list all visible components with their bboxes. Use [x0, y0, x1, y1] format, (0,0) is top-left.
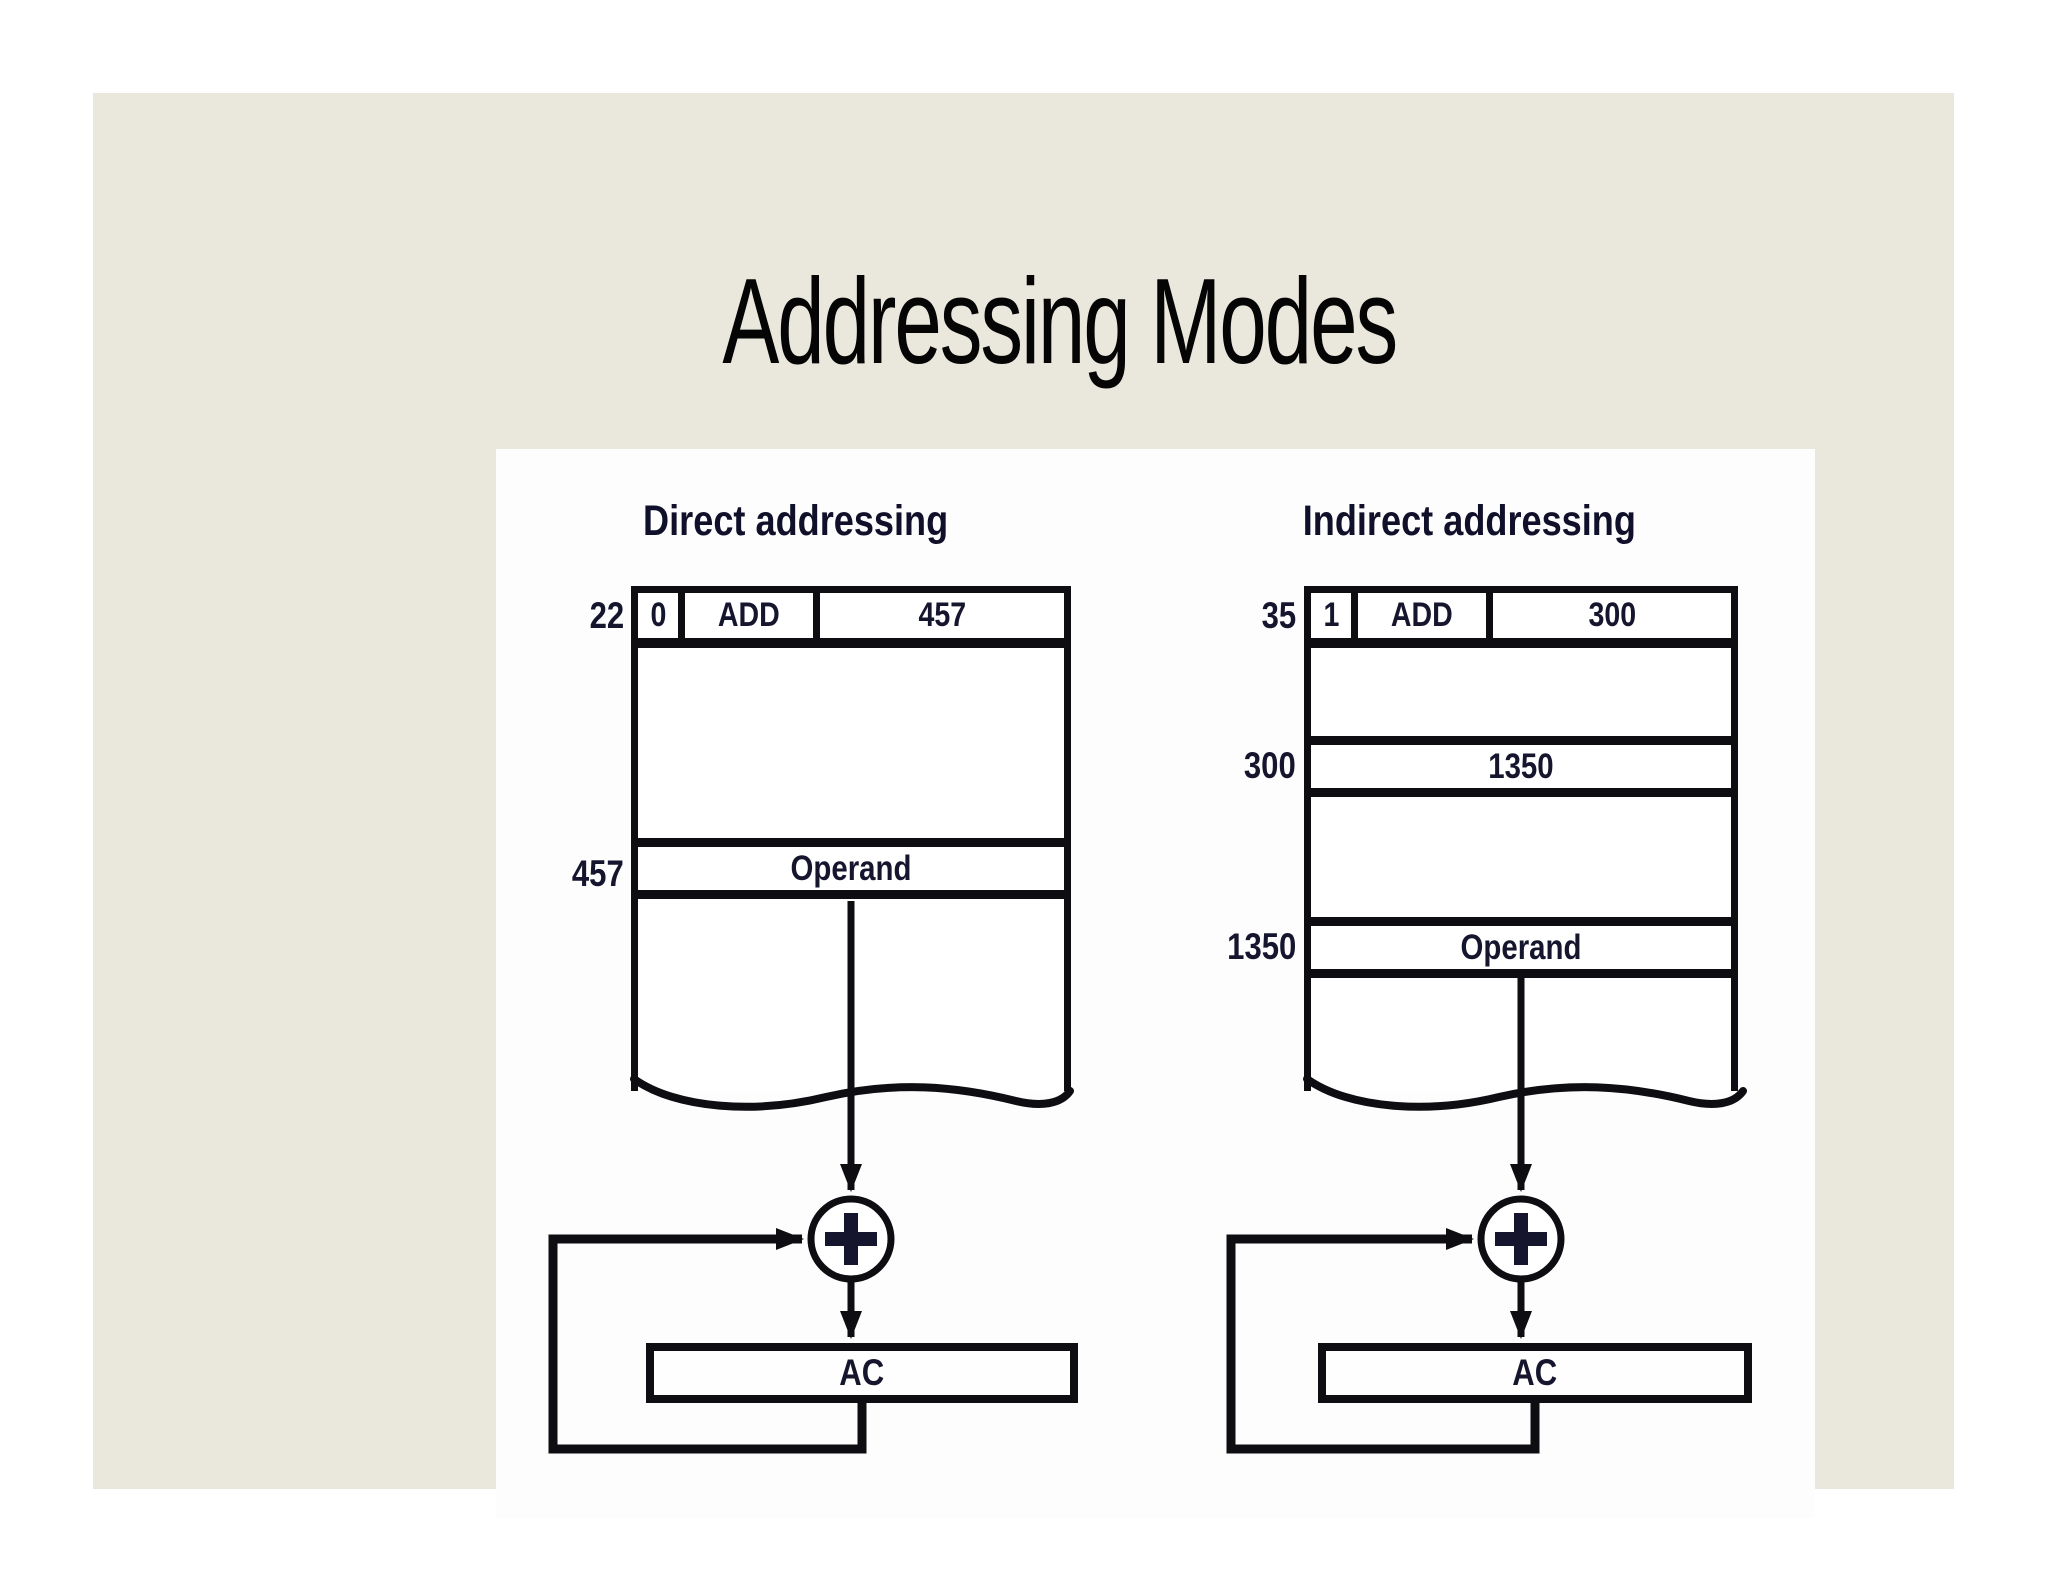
direct-opcode-text: ADD — [718, 596, 780, 634]
direct-ac-register: AC — [646, 1343, 1078, 1403]
indirect-operand-row: Operand — [1311, 917, 1731, 978]
indirect-address-field-text: 300 — [1588, 596, 1636, 634]
direct-indirect-bit-cell: 0 — [638, 593, 685, 638]
page-title-text: Addressing Modes — [722, 253, 1399, 389]
direct-instruction-row: 0 ADD 457 — [638, 593, 1064, 648]
direct-ac-label: AC — [839, 1352, 885, 1393]
direct-diagram-title-text: Direct addressing — [643, 497, 949, 545]
direct-indirect-bit-text: 0 — [650, 596, 666, 634]
indirect-indirect-bit-text: 1 — [1323, 596, 1339, 634]
indirect-pointer-text: 1350 — [1488, 746, 1554, 786]
indirect-pointer-row: 1350 — [1311, 736, 1731, 797]
indirect-instruction-address-label: 35 — [1176, 595, 1296, 637]
direct-opcode-cell: ADD — [685, 593, 820, 638]
indirect-instruction-address-text: 35 — [1261, 595, 1296, 636]
indirect-pointer-address-text: 300 — [1244, 745, 1296, 786]
slide-background: Addressing Modes Direct addressing 22 45… — [93, 93, 1954, 1518]
direct-instruction-address-text: 22 — [589, 595, 624, 636]
indirect-memory-gap-1 — [1311, 648, 1731, 736]
indirect-operand-text: Operand — [1460, 927, 1582, 967]
diagram-panel: Direct addressing 22 457 0 ADD 457 — [496, 449, 1815, 1518]
page-title: Addressing Modes — [93, 245, 1954, 398]
indirect-diagram-title-text: Indirect addressing — [1302, 497, 1636, 545]
direct-diagram-title: Direct addressing — [536, 497, 1056, 547]
indirect-pointer-address-label: 300 — [1176, 745, 1296, 787]
direct-memory-gap — [638, 648, 1064, 838]
direct-operand-address-label: 457 — [504, 853, 624, 895]
indirect-opcode-cell: ADD — [1358, 593, 1493, 638]
direct-operand-row: Operand — [638, 838, 1064, 899]
direct-plus-adder-icon — [807, 1195, 895, 1283]
direct-operand-text: Operand — [790, 848, 912, 888]
direct-address-field-cell: 457 — [820, 593, 1064, 638]
direct-instruction-address-label: 22 — [504, 595, 624, 637]
indirect-diagram-title: Indirect addressing — [1209, 497, 1729, 547]
direct-operand-address-text: 457 — [572, 853, 624, 894]
direct-memory-box: 0 ADD 457 Operand — [631, 586, 1071, 1091]
indirect-plus-adder-icon — [1477, 1195, 1565, 1283]
indirect-indirect-bit-cell: 1 — [1311, 593, 1358, 638]
indirect-operand-address-label: 1350 — [1176, 926, 1296, 968]
indirect-memory-box: 1 ADD 300 1350 Operand — [1304, 586, 1738, 1091]
indirect-address-field-cell: 300 — [1493, 593, 1731, 638]
indirect-memory-gap-2 — [1311, 797, 1731, 917]
indirect-instruction-row: 1 ADD 300 — [1311, 593, 1731, 648]
indirect-ac-register: AC — [1318, 1343, 1752, 1403]
indirect-ac-label: AC — [1512, 1352, 1558, 1393]
direct-address-field-text: 457 — [918, 596, 966, 634]
indirect-opcode-text: ADD — [1391, 596, 1453, 634]
indirect-operand-address-text: 1350 — [1226, 926, 1296, 967]
